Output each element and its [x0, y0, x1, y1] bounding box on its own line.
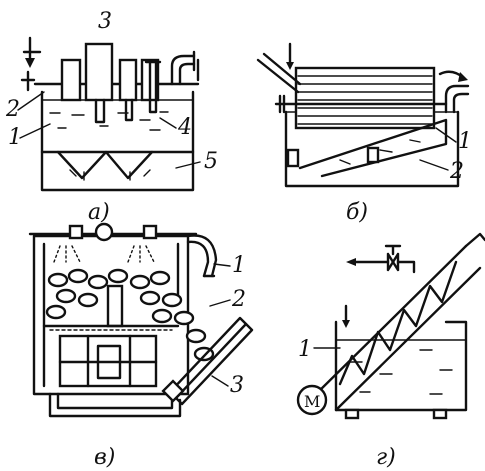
panel-g-label-1: 1 [298, 337, 312, 362]
panel-b-drum [294, 66, 436, 130]
panel-a-label-5: 5 [204, 149, 218, 174]
panel-g-caption: г) [376, 445, 396, 470]
panel-g-motor [296, 384, 328, 416]
panel-a-drum-left [60, 58, 82, 102]
panel-v-label-3: 3 [230, 373, 244, 398]
panel-g: M 1 г) [296, 232, 485, 470]
panel-a-drum-center [84, 42, 114, 102]
panel-a: 3 2 1 4 5 а) [5, 9, 218, 225]
panel-v-elevator [168, 316, 254, 406]
panel-v-product-pile [45, 268, 215, 362]
panel-a-label-4: 4 [177, 115, 192, 140]
panel-v: 1 2 3 в) [28, 222, 254, 470]
panel-b-caption: б) [346, 200, 368, 225]
panel-g-screw-tube [308, 244, 468, 402]
panel-v-tank [32, 234, 190, 396]
panel-g-tank [334, 320, 468, 412]
panel-b-label-2: 2 [449, 159, 464, 184]
panel-v-caption: в) [94, 445, 115, 470]
panel-a-caption: а) [88, 200, 110, 225]
panel-b-label-1: 1 [458, 129, 472, 154]
panel-a-label-3: 3 [98, 9, 112, 34]
panel-v-label-1: 1 [232, 253, 246, 278]
panel-b: 1 2 б) [256, 42, 472, 225]
panel-a-tank [40, 90, 195, 192]
panel-g-motor-label: M [304, 392, 320, 411]
panel-b-tank [284, 110, 460, 188]
panel-v-label-2: 2 [231, 287, 246, 312]
panel-a-label-2: 2 [5, 97, 20, 122]
panel-a-label-1: 1 [8, 125, 22, 150]
